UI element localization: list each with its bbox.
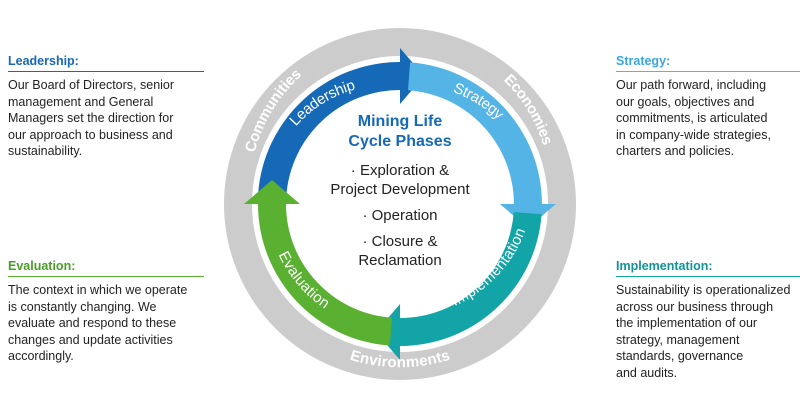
leadership-panel-text: Our Board of Directors, senior managemen… — [8, 78, 175, 158]
strategy-panel-text: Our path forward, including our goals, o… — [616, 78, 771, 158]
evaluation-segment — [244, 180, 392, 346]
evaluation-panel: Evaluation: The context in which we oper… — [8, 259, 204, 365]
leadership-panel-rule — [8, 71, 204, 72]
center-title-line1: Mining Life — [358, 113, 443, 130]
leadership-panel: Leadership: Our Board of Directors, seni… — [8, 54, 204, 160]
leadership-panel-title: Leadership: — [8, 54, 79, 68]
implementation-panel-title: Implementation: — [616, 259, 713, 273]
phase-exploration-line2: Project Development — [330, 181, 470, 198]
center-title-line2: Cycle Phases — [348, 133, 451, 150]
outer-ring — [224, 28, 576, 380]
implementation-segment — [376, 212, 542, 360]
strategy-segment — [408, 62, 556, 229]
evaluation-panel-rule — [8, 276, 204, 277]
phase-exploration-line1: · Exploration & — [351, 162, 449, 179]
phase-closure-line2: Reclamation — [358, 252, 441, 269]
implementation-panel-rule — [616, 276, 800, 277]
implementation-panel: Implementation: Sustainability is operat… — [616, 259, 800, 381]
evaluation-panel-title: Evaluation: — [8, 259, 76, 273]
evaluation-panel-text: The context in which we operate is const… — [8, 283, 188, 363]
strategy-panel: Strategy: Our path forward, including ou… — [616, 54, 800, 160]
strategy-panel-rule — [616, 71, 800, 72]
phase-closure-line1: · Closure & — [362, 233, 437, 250]
strategy-panel-title: Strategy: — [616, 54, 671, 68]
implementation-panel-text: Sustainability is operationalized across… — [616, 283, 791, 380]
leadership-segment — [258, 48, 424, 196]
phase-operation: · Operation — [362, 207, 437, 224]
